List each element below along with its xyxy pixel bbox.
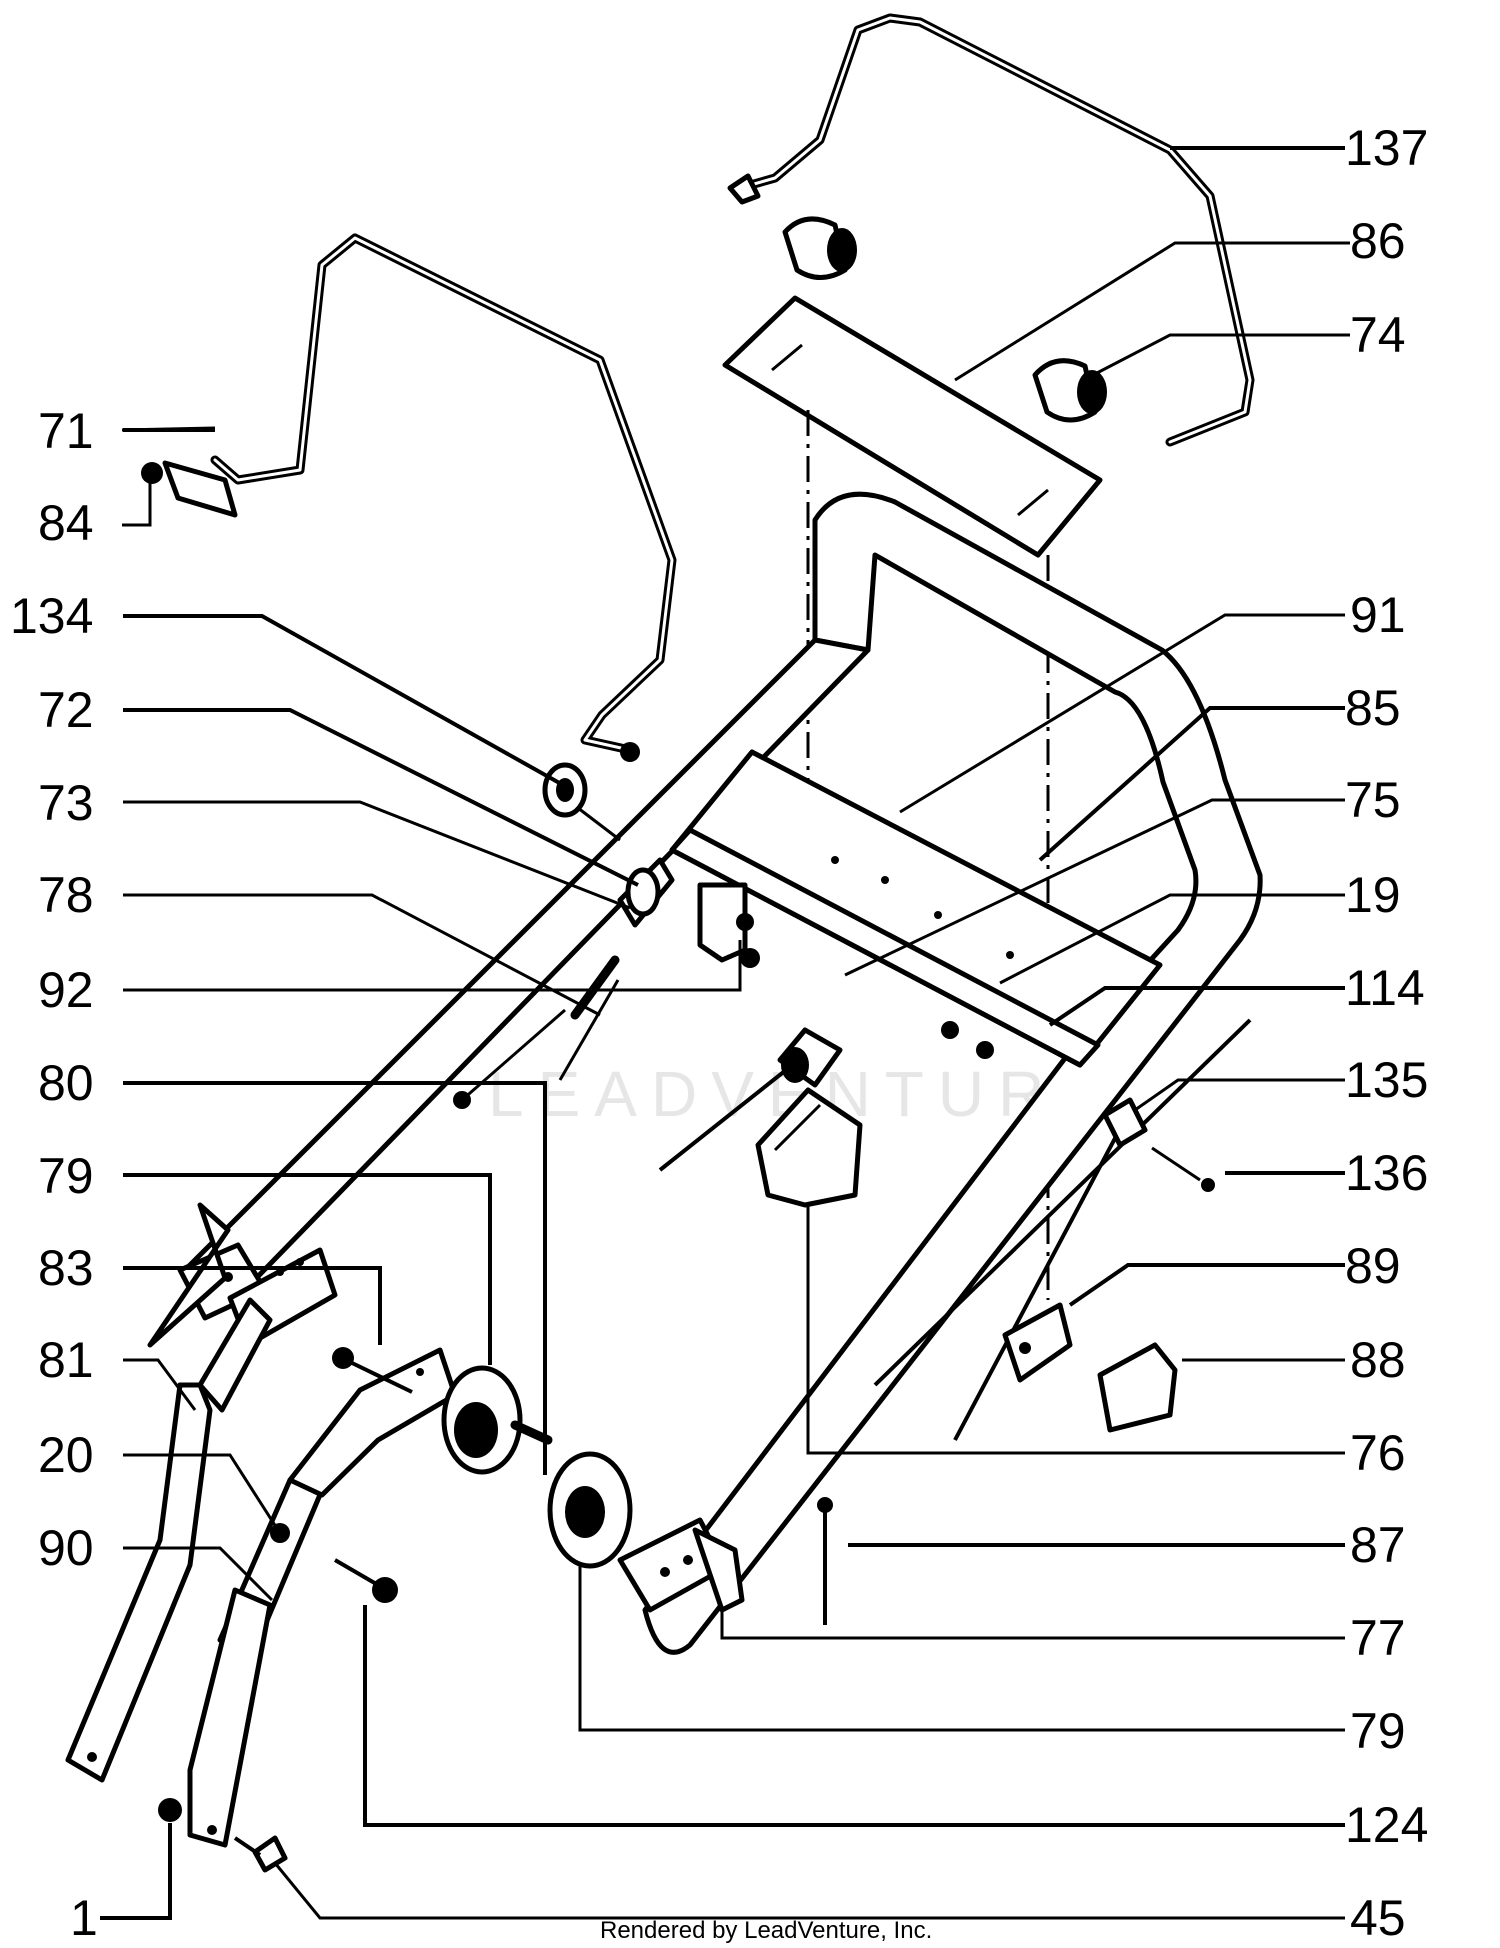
callout-1: 1 xyxy=(70,1890,98,1946)
callout-85: 85 xyxy=(1345,680,1401,736)
drive-bail-lower xyxy=(162,233,677,762)
callout-92: 92 xyxy=(38,962,94,1018)
callout-45: 45 xyxy=(1350,1890,1406,1946)
callout-labels: 137 86 74 71 84 134 91 72 85 73 75 78 19… xyxy=(10,120,1428,1946)
callout-84: 84 xyxy=(38,495,94,551)
pin-87-icon xyxy=(817,1497,833,1625)
callout-134: 134 xyxy=(10,588,93,644)
callout-86: 86 xyxy=(1350,213,1406,269)
instruction-plate xyxy=(722,295,1103,558)
callout-87: 87 xyxy=(1350,1517,1406,1573)
control-panel xyxy=(669,749,1163,1068)
callout-77: 77 xyxy=(1350,1610,1406,1666)
callout-75: 75 xyxy=(1345,772,1401,828)
callout-89: 89 xyxy=(1345,1238,1401,1294)
bolt-124-icon xyxy=(333,1558,398,1603)
nut-1-icon xyxy=(158,1798,182,1822)
callout-71: 71 xyxy=(38,403,94,459)
callout-76: 76 xyxy=(1350,1425,1406,1481)
adjust-knobs xyxy=(441,1365,633,1569)
callout-81: 81 xyxy=(38,1332,94,1388)
callout-74: 74 xyxy=(1350,307,1406,363)
callout-78: 78 xyxy=(38,867,94,923)
handle-knobs xyxy=(782,216,1107,423)
callout-88: 88 xyxy=(1350,1332,1406,1388)
cable-bracket xyxy=(1002,1302,1178,1433)
callout-137: 137 xyxy=(1345,120,1428,176)
callout-73: 73 xyxy=(38,775,94,831)
lower-handles xyxy=(65,1202,458,1848)
callout-135: 135 xyxy=(1345,1052,1428,1108)
clip-77-icon xyxy=(692,1527,745,1613)
callout-19: 19 xyxy=(1345,867,1401,923)
wire-clip xyxy=(542,762,621,842)
callout-79-upper: 79 xyxy=(38,1148,94,1204)
callout-79-lower: 79 xyxy=(1350,1703,1406,1759)
leader-lines xyxy=(100,146,1350,1920)
callout-20: 20 xyxy=(38,1427,94,1483)
callout-80: 80 xyxy=(38,1055,94,1111)
bolt-83-icon xyxy=(332,1347,413,1394)
callout-136: 136 xyxy=(1345,1145,1428,1201)
callout-114: 114 xyxy=(1345,960,1425,1016)
footer-credit: Rendered by LeadVenture, Inc. xyxy=(600,1917,932,1944)
callout-124: 124 xyxy=(1345,1797,1428,1853)
control-bail-upper xyxy=(727,13,1255,447)
mount-block xyxy=(755,1087,863,1208)
callout-72: 72 xyxy=(38,682,94,738)
callout-91: 91 xyxy=(1350,587,1406,643)
nut-20-icon xyxy=(270,1523,290,1543)
bolt-45-icon xyxy=(233,1835,288,1873)
nut-84-icon xyxy=(141,462,163,484)
control-lever xyxy=(658,882,994,1172)
callout-90: 90 xyxy=(38,1520,94,1576)
callout-83: 83 xyxy=(38,1240,94,1296)
